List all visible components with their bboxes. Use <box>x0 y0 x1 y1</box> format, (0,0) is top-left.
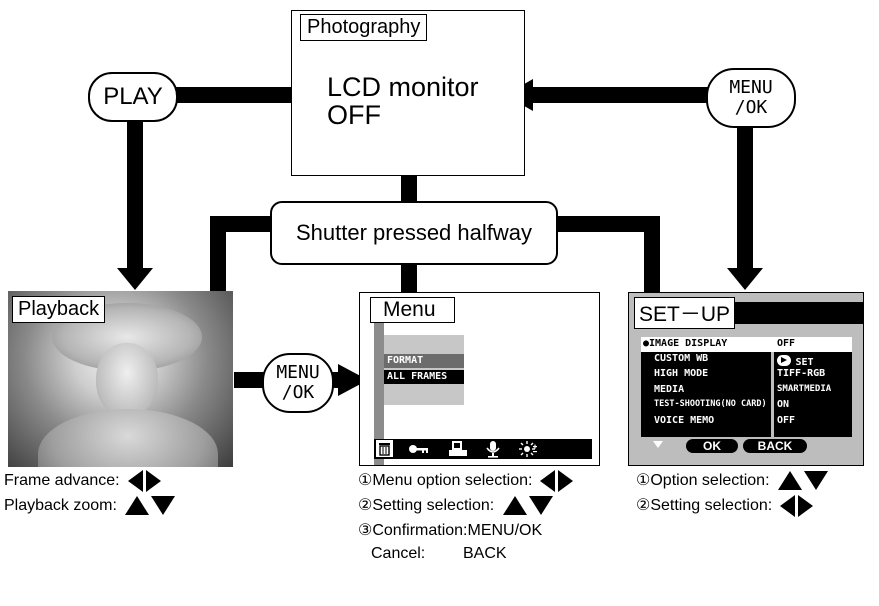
shutter-line-left-v <box>210 216 226 293</box>
arrow-menuok-to-setup-head <box>727 268 763 290</box>
setup-value-voice-memo[interactable]: OFF <box>777 415 796 426</box>
photography-title: Photography <box>300 14 428 41</box>
arrow-play-to-playback-shaft <box>127 119 143 269</box>
arrow-menuok-to-menu-shaft <box>330 372 340 388</box>
arrow-menuok-to-photo-shaft <box>530 87 708 103</box>
setup-options-panel <box>641 337 771 437</box>
setup-option-caption: ①Option selection: <box>636 470 828 491</box>
shutter-button[interactable]: Shutter pressed halfway <box>270 201 558 265</box>
menu-ok-top-line1: MENU <box>729 77 773 98</box>
setup-option-custom-wb[interactable]: CUSTOM WB <box>654 353 709 364</box>
menu-confirmation-caption: ③Confirmation:MENU/OK <box>358 522 543 539</box>
down-arrow-icon <box>803 471 828 491</box>
play-button[interactable]: PLAY <box>88 72 178 122</box>
down-arrow-icon <box>528 496 553 516</box>
shoulder-shape <box>38 409 218 467</box>
menu-option-caption: ①Menu option selection: <box>358 470 573 492</box>
up-arrow-icon <box>777 471 802 491</box>
down-arrow-icon <box>151 496 176 516</box>
shutter-line-right-h <box>556 216 660 232</box>
setup-back-label: BACK <box>757 439 793 453</box>
playback-zoom-label: Playback zoom: <box>4 497 117 514</box>
arrow-menuok-to-setup-shaft <box>737 123 753 269</box>
setup-ok-button[interactable]: OK <box>686 439 738 453</box>
play-triangle-icon <box>777 355 791 367</box>
setup-value-test-shooting[interactable]: ON <box>777 399 790 410</box>
menu-title: Menu <box>370 297 455 323</box>
right-arrow-icon <box>557 470 573 492</box>
menu-left-bar <box>374 315 384 465</box>
arrow-play-to-playback-head <box>117 268 153 290</box>
shutter-line-down <box>401 264 417 294</box>
setup-value-high-mode[interactable]: TIFF-RGB <box>777 368 826 379</box>
arrow-menuok-to-menu-head <box>338 364 368 396</box>
setup-option-high-mode[interactable]: HIGH MODE <box>654 368 709 379</box>
setup-values-panel <box>774 337 852 437</box>
setup-highlight-row <box>641 337 852 352</box>
menu-option-label: ①Menu option selection: <box>358 472 533 490</box>
setup-option-voice-memo[interactable]: VOICE MEMO <box>654 415 715 426</box>
menu-item-all-frames[interactable]: ALL FRAMES <box>384 370 464 384</box>
playback-title: Playback <box>12 296 106 323</box>
menu-ok-top-line2: /OK <box>734 97 768 118</box>
menu-setting-caption: ②Setting selection: <box>358 495 553 516</box>
right-arrow-icon <box>146 470 162 492</box>
setup-ok-label: OK <box>703 439 721 453</box>
setup-scroll-down-icon[interactable] <box>653 441 663 448</box>
menu-back-caption: BACK <box>463 545 507 562</box>
frame-advance-caption: Frame advance: <box>4 470 162 492</box>
menu-ok-mid-line2: /OK <box>281 382 315 403</box>
brightness-icon[interactable] <box>518 440 538 463</box>
setup-value-custom-wb: SET <box>795 357 814 368</box>
menu-ok-button-top[interactable]: MENU /OK <box>706 68 796 128</box>
menu-icon-bar <box>374 439 592 459</box>
shutter-line-right-v <box>644 216 660 293</box>
setup-setting-caption: ②Setting selection: <box>636 495 813 517</box>
menu-ok-mid-line1: MENU <box>276 362 320 383</box>
frame-advance-label: Frame advance: <box>4 472 120 490</box>
arrow-play-to-photo-shaft <box>172 87 296 103</box>
left-arrow-icon <box>128 470 144 492</box>
setup-back-button[interactable]: BACK <box>743 439 807 453</box>
left-arrow-icon <box>779 495 795 517</box>
play-button-label: PLAY <box>103 83 163 110</box>
menu-ok-button-mid[interactable]: MENU /OK <box>262 353 334 413</box>
setup-setting-label: ②Setting selection: <box>636 497 773 515</box>
up-arrow-icon <box>125 496 150 516</box>
setup-option-test-shooting[interactable]: TEST-SHOOTING(NO CARD) <box>654 399 767 409</box>
setup-title: SET－UP <box>634 297 736 329</box>
playback-zoom-caption: Playback zoom: <box>4 495 176 516</box>
menu-cancel-caption: Cancel: <box>371 545 426 562</box>
trash-icon[interactable] <box>376 440 393 457</box>
setup-title-bar <box>729 302 863 324</box>
key-icon[interactable] <box>408 442 430 461</box>
photography-text-line2: OFF <box>327 100 381 130</box>
arrow-playback-to-menuok-shaft <box>234 372 264 388</box>
setup-option-media[interactable]: MEDIA <box>654 384 685 395</box>
microphone-icon[interactable] <box>484 440 502 463</box>
photography-text-line1: LCD monitor <box>327 72 479 102</box>
left-arrow-icon <box>539 470 555 492</box>
playback-photo <box>8 291 233 467</box>
print-icon[interactable] <box>448 441 468 462</box>
setup-value-custom-wb-wrap[interactable]: SET <box>777 352 814 370</box>
setup-option-label: ①Option selection: <box>636 472 770 489</box>
shutter-button-label: Shutter pressed halfway <box>295 220 533 245</box>
right-arrow-icon <box>797 495 813 517</box>
menu-setting-label: ②Setting selection: <box>358 497 495 514</box>
setup-value-image-display[interactable]: OFF <box>777 338 796 349</box>
setup-option-image-display[interactable]: ●IMAGE DISPLAY <box>643 338 728 349</box>
up-arrow-icon <box>502 496 527 516</box>
menu-item-format[interactable]: FORMAT <box>384 354 464 368</box>
face-shape <box>96 343 158 417</box>
setup-value-media[interactable]: SMARTMEDIA <box>777 384 832 394</box>
